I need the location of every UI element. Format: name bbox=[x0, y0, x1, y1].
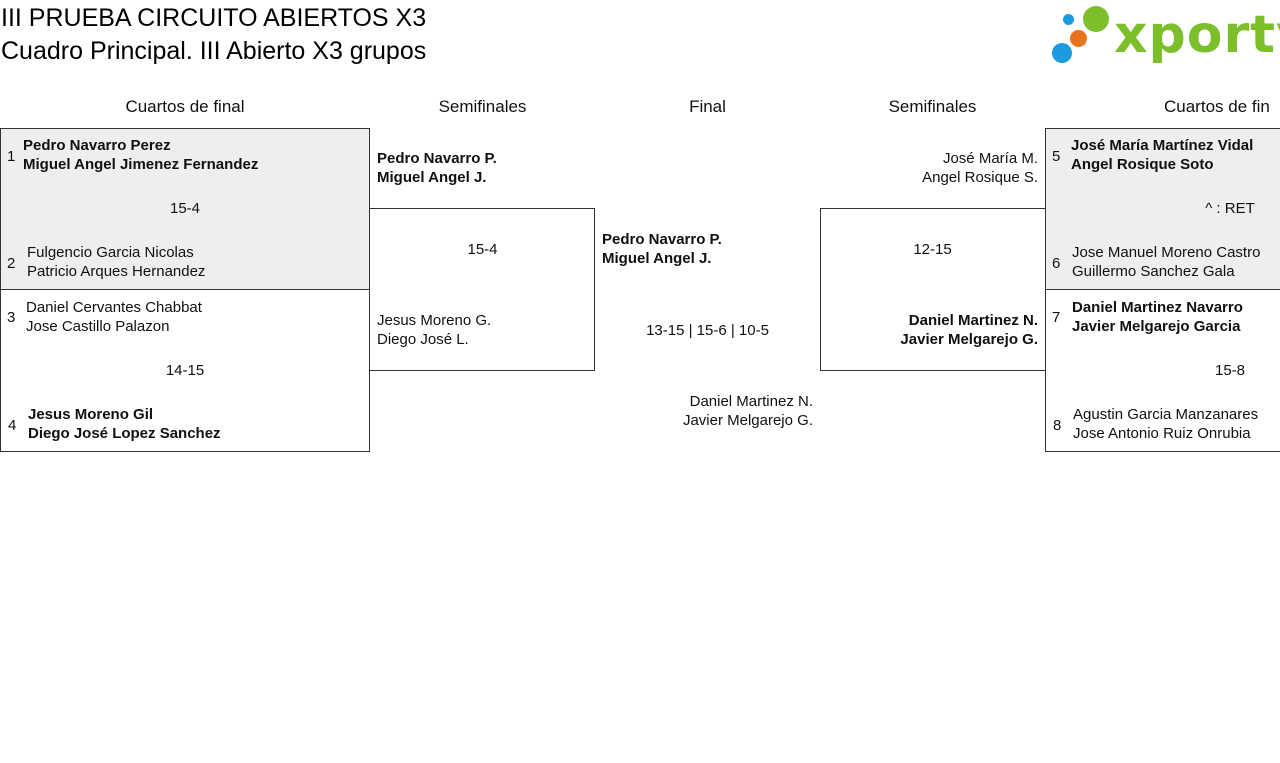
player-name: Angel Rosique S. bbox=[922, 169, 1038, 186]
team-right-qf-2-bottom[interactable]: Agustin Garcia Manzanares Jose Antonio R… bbox=[1073, 405, 1258, 443]
team-final-bottom[interactable]: Daniel Martinez N. Javier Melgarejo G. bbox=[683, 392, 813, 430]
player-name: Daniel Martinez Navarro bbox=[1072, 299, 1243, 316]
player-name: Agustin Garcia Manzanares bbox=[1073, 406, 1259, 423]
player-name: Diego José Lopez Sanchez bbox=[28, 425, 221, 442]
player-name: Patricio Arques Hernandez bbox=[27, 263, 206, 280]
player-name: Jesus Moreno Gil bbox=[28, 406, 154, 423]
player-name: Guillermo Sanchez Gala bbox=[1072, 263, 1235, 280]
team-left-qf-2-bottom[interactable]: Jesus Moreno Gil Diego José Lopez Sanche… bbox=[28, 405, 221, 443]
round-header-right-qf: Cuartos de fin bbox=[1164, 97, 1270, 116]
page-title: III PRUEBA CIRCUITO ABIERTOS X3 bbox=[1, 4, 427, 32]
player-name: Daniel Martinez N. bbox=[908, 312, 1038, 329]
player-name: Pedro Navarro P. bbox=[377, 150, 497, 167]
player-name: Angel Rosique Soto bbox=[1071, 156, 1214, 173]
logo-wordmark: xporty bbox=[1114, 5, 1280, 65]
match-score: 12-15 bbox=[913, 241, 952, 258]
player-name: José María M. bbox=[942, 150, 1038, 167]
team-right-sf-bottom[interactable]: Daniel Martinez N. Javier Melgarejo G. bbox=[900, 311, 1038, 349]
seed-number: 3 bbox=[7, 309, 16, 326]
team-left-sf-bottom[interactable]: Jesus Moreno G. Diego José L. bbox=[377, 311, 491, 349]
team-left-qf-1-bottom[interactable]: Fulgencio Garcia Nicolas Patricio Arques… bbox=[27, 243, 205, 281]
team-final-top[interactable]: Pedro Navarro P. Miguel Angel J. bbox=[602, 230, 722, 268]
seed-number: 8 bbox=[1053, 417, 1062, 434]
team-right-sf-top[interactable]: José María M. Angel Rosique S. bbox=[922, 149, 1038, 187]
player-name: Miguel Angel Jimenez Fernandez bbox=[23, 156, 259, 173]
player-name: Javier Melgarejo G. bbox=[682, 412, 813, 429]
match-box-left-qf-1 bbox=[0, 128, 370, 290]
match-box-right-qf-2 bbox=[1045, 289, 1280, 452]
player-name: José María Martínez Vidal bbox=[1071, 137, 1254, 154]
round-header-left-qf: Cuartos de final bbox=[125, 97, 245, 116]
match-score: ^ : RET bbox=[1205, 200, 1255, 217]
round-header-right-sf: Semifinales bbox=[888, 97, 977, 116]
match-score: 15-4 bbox=[467, 241, 498, 258]
match-score: 13-15 | 15-6 | 10-5 bbox=[646, 322, 769, 339]
player-name: Daniel Martinez N. bbox=[689, 393, 813, 410]
logo-dot-blue-small bbox=[1063, 14, 1074, 25]
seed-number: 4 bbox=[8, 417, 17, 434]
logo-dot-orange bbox=[1070, 30, 1087, 47]
match-box-right-sf bbox=[820, 208, 1046, 371]
team-right-qf-2-top[interactable]: Daniel Martinez Navarro Javier Melgarejo… bbox=[1072, 298, 1243, 336]
player-name: Pedro Navarro Perez bbox=[23, 137, 171, 154]
xporty-logo[interactable]: xporty bbox=[1048, 2, 1280, 70]
player-name: Javier Melgarejo G. bbox=[900, 331, 1038, 348]
page-subtitle: Cuadro Principal. III Abierto X3 grupos bbox=[1, 37, 427, 65]
player-name: Jose Manuel Moreno Castro bbox=[1072, 244, 1261, 261]
player-name: Javier Melgarejo Garcia bbox=[1072, 318, 1241, 335]
team-left-qf-1-top[interactable]: Pedro Navarro Perez Miguel Angel Jimenez… bbox=[23, 136, 258, 174]
player-name: Jose Antonio Ruiz Onrubia bbox=[1073, 425, 1251, 442]
player-name: Jose Castillo Palazon bbox=[26, 318, 170, 335]
player-name: Miguel Angel J. bbox=[602, 250, 712, 267]
logo-dot-green bbox=[1083, 6, 1109, 32]
round-header-left-sf: Semifinales bbox=[438, 97, 527, 116]
player-name: Daniel Cervantes Chabbat bbox=[26, 299, 202, 316]
team-left-qf-2-top[interactable]: Daniel Cervantes Chabbat Jose Castillo P… bbox=[26, 298, 202, 336]
seed-number: 7 bbox=[1052, 309, 1061, 326]
match-score: 15-8 bbox=[1214, 362, 1246, 379]
team-right-qf-1-top[interactable]: José María Martínez Vidal Angel Rosique … bbox=[1071, 136, 1253, 174]
player-name: Fulgencio Garcia Nicolas bbox=[27, 244, 194, 261]
player-name: Pedro Navarro P. bbox=[602, 231, 722, 248]
seed-number: 2 bbox=[7, 255, 16, 272]
seed-number: 5 bbox=[1052, 148, 1061, 165]
match-box-left-sf bbox=[369, 208, 595, 371]
player-name: Jesus Moreno G. bbox=[377, 312, 492, 329]
team-left-sf-top[interactable]: Pedro Navarro P. Miguel Angel J. bbox=[377, 149, 497, 187]
team-right-qf-1-bottom[interactable]: Jose Manuel Moreno Castro Guillermo Sanc… bbox=[1072, 243, 1260, 281]
player-name: Diego José L. bbox=[377, 331, 469, 348]
round-header-final: Final bbox=[689, 97, 726, 116]
match-score: 15-4 bbox=[169, 200, 201, 217]
seed-number: 1 bbox=[7, 148, 16, 165]
match-score: 14-15 bbox=[165, 362, 205, 379]
player-name: Miguel Angel J. bbox=[377, 169, 487, 186]
logo-dot-blue-large bbox=[1052, 43, 1072, 63]
seed-number: 6 bbox=[1052, 255, 1061, 272]
